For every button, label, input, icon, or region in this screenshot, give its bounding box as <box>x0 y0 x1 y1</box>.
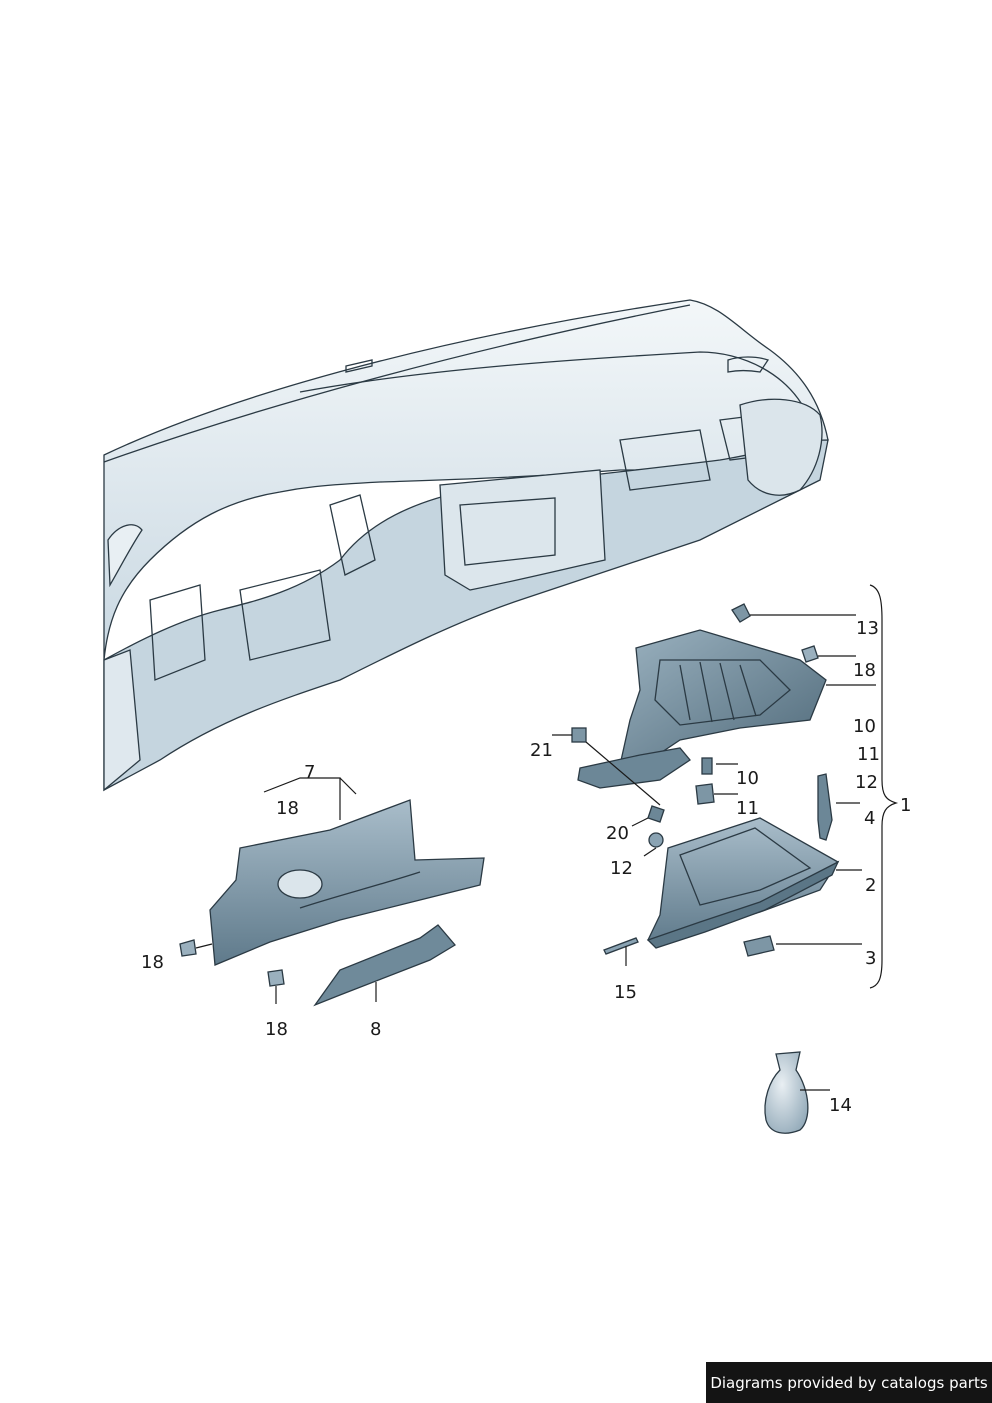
glovebox-trim-body <box>209 799 485 966</box>
cover-strip <box>313 924 456 1007</box>
callout-11-right: 11 <box>857 744 880 765</box>
dashboard-defrost-slot <box>345 359 373 373</box>
dashboard-display-cutout <box>459 497 556 566</box>
dashboard-left-end <box>103 649 141 792</box>
dashboard-front-edge <box>299 351 811 421</box>
clip-18-left <box>179 939 197 957</box>
callout-7: 7 <box>304 762 315 783</box>
callout-15: 15 <box>614 982 637 1003</box>
callout-1: 1 <box>900 795 911 816</box>
glovebox-lid-edge <box>646 860 840 949</box>
pin-15 <box>603 937 639 955</box>
dashboard-center-stack <box>439 469 606 591</box>
leader-lines <box>195 584 899 1091</box>
callout-11: 11 <box>736 798 759 819</box>
callout-labels: 13 18 10 11 12 1 4 2 3 21 10 11 20 12 15… <box>141 618 911 1116</box>
callout-12-right: 12 <box>855 772 878 793</box>
credit-banner: Diagrams provided by catalogs parts <box>706 1362 992 1403</box>
dashboard-right-pod <box>739 398 823 496</box>
clip-10 <box>701 757 713 775</box>
callout-18-left: 18 <box>141 952 164 973</box>
callout-20: 20 <box>606 823 629 844</box>
damper-4 <box>817 773 833 841</box>
callout-10: 10 <box>736 768 759 789</box>
dashboard-vent-right <box>727 356 770 373</box>
glovebox-housing-flange <box>577 747 691 789</box>
small-parts <box>179 603 833 1134</box>
callout-18-right: 18 <box>853 660 876 681</box>
callout-18-bottom: 18 <box>265 1019 288 1040</box>
dashboard-left-vent <box>107 524 143 588</box>
desiccant-bag-14 <box>764 1051 809 1134</box>
clip-18-bottom <box>267 969 285 987</box>
callout-3: 3 <box>865 948 876 969</box>
callout-8: 8 <box>370 1019 381 1040</box>
callout-4: 4 <box>864 808 875 829</box>
dashboard-assembly <box>103 299 829 792</box>
callout-18-top: 18 <box>276 798 299 819</box>
glovebox-housing-ribs <box>679 661 757 723</box>
callout-13: 13 <box>856 618 879 639</box>
clip-11 <box>695 783 715 805</box>
glovebox-lid <box>646 817 840 949</box>
callout-21: 21 <box>530 740 553 761</box>
clip-13 <box>731 603 751 623</box>
glovebox-trim-opening <box>277 869 323 899</box>
handle-3 <box>743 935 775 957</box>
screw-20 <box>647 805 665 823</box>
callout-10-right: 10 <box>853 716 876 737</box>
glovebox-trim <box>209 799 485 966</box>
callout-2: 2 <box>865 875 876 896</box>
glovebox-housing-body <box>619 629 827 766</box>
clip-21 <box>571 727 587 743</box>
glovebox-housing <box>577 629 827 789</box>
callout-12: 12 <box>610 858 633 879</box>
clip-12 <box>648 832 664 848</box>
cover-strip-body <box>313 924 456 1007</box>
glovebox-lid-inner <box>679 827 812 906</box>
callout-14: 14 <box>829 1095 852 1116</box>
glovebox-housing-inner <box>654 659 791 726</box>
glovebox-trim-lower <box>299 871 421 909</box>
clip-18-right <box>801 645 819 663</box>
